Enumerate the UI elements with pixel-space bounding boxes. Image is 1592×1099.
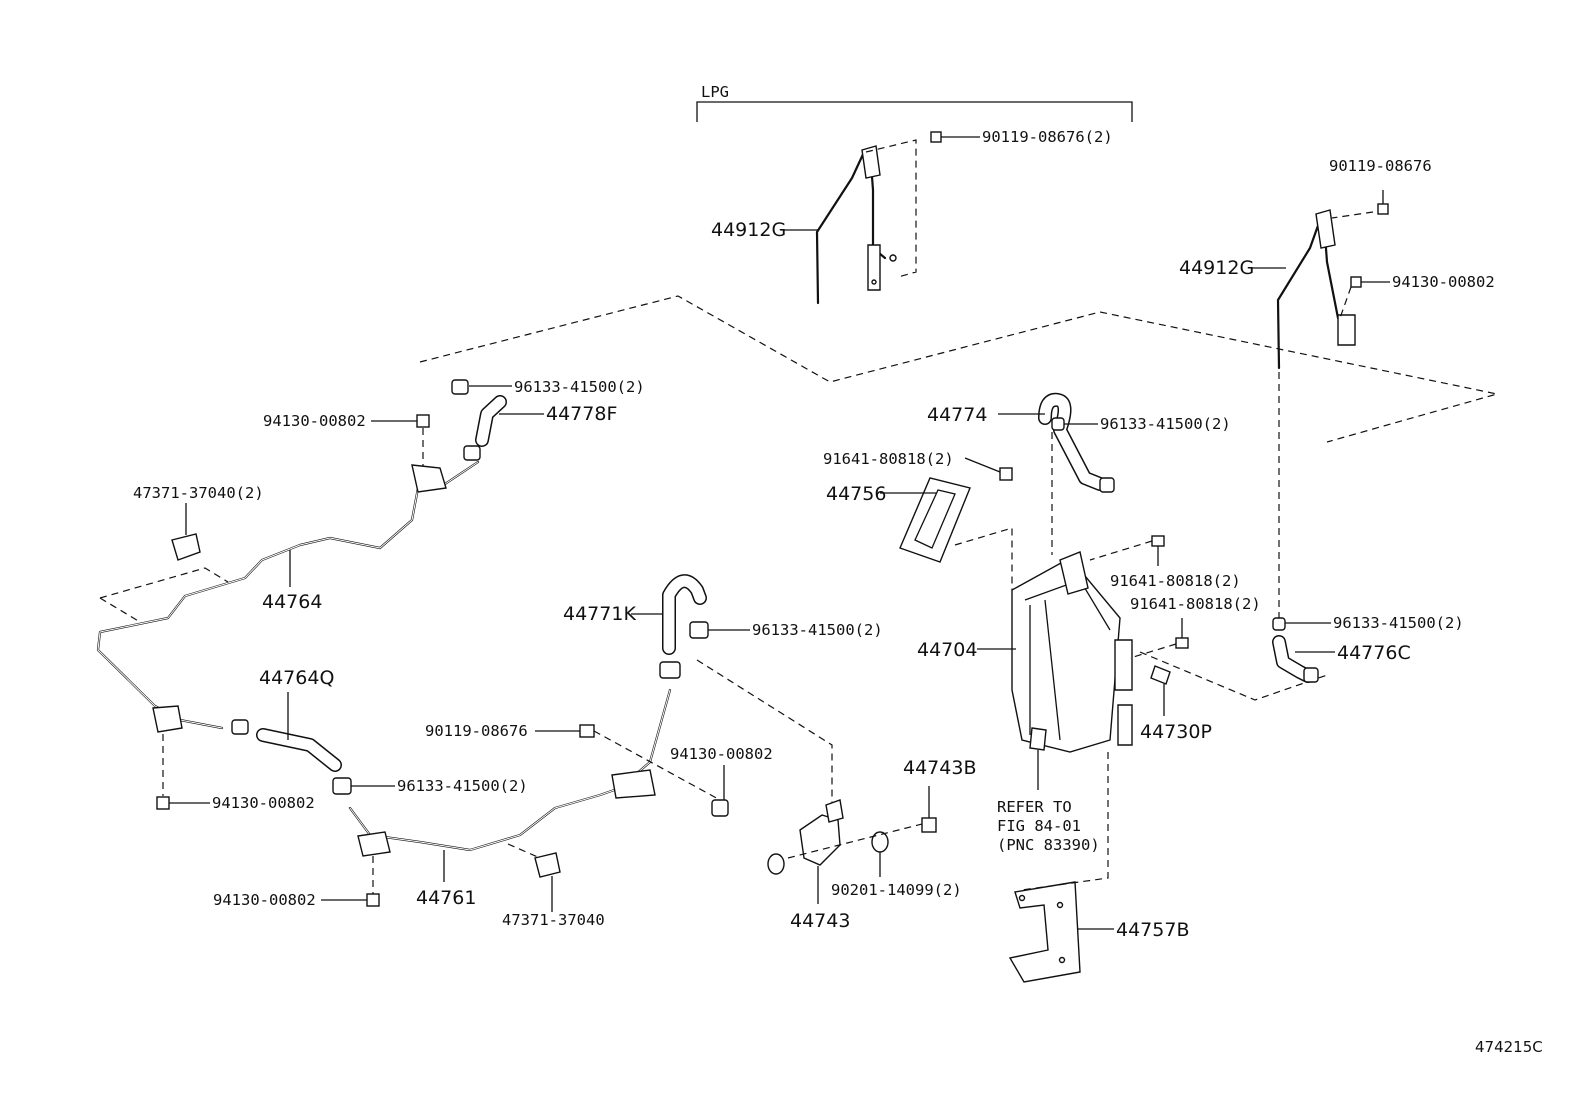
bolt-90119-mid bbox=[579, 724, 595, 738]
bracket-44757B bbox=[1008, 881, 1081, 983]
callout-96133-41500-2-right: 96133-41500(2) bbox=[1333, 614, 1464, 632]
callout-91641-80818-2-c: 91641-80818(2) bbox=[1130, 595, 1261, 613]
callout-refer-3: (PNC 83390) bbox=[997, 836, 1100, 854]
bolt-44743B bbox=[921, 817, 937, 833]
callout-91641-80818-2-b: 91641-80818(2) bbox=[1110, 572, 1241, 590]
dashed-outline bbox=[419, 295, 1498, 443]
callout-44778F: 44778F bbox=[546, 403, 617, 425]
callout-refer-1: REFER TO bbox=[997, 798, 1072, 816]
callout-94130-00802-mid: 94130-00802 bbox=[670, 745, 773, 763]
callout-44912G-top: 44912G bbox=[711, 219, 786, 241]
callout-44776C: 44776C bbox=[1337, 642, 1411, 664]
callout-refer-2: FIG 84-01 bbox=[997, 817, 1081, 835]
callout-90119-08676-2: 90119-08676(2) bbox=[982, 128, 1113, 146]
callout-94130-00802-topleft: 94130-00802 bbox=[263, 412, 366, 430]
callout-90119-08676-right: 90119-08676 bbox=[1329, 157, 1432, 175]
figure-number: 474215C bbox=[1475, 1038, 1543, 1056]
sensor-44730P bbox=[1150, 665, 1171, 685]
callout-96133-41500-2-mid: 96133-41500(2) bbox=[752, 621, 883, 639]
callout-94130-00802-bottomleft2: 94130-00802 bbox=[213, 891, 316, 909]
callout-44761: 44761 bbox=[416, 887, 476, 909]
lpg-group-bracket: LPG bbox=[696, 83, 1133, 122]
callout-94130-00802-bottomleft: 94130-00802 bbox=[212, 794, 315, 812]
callout-91641-80818-2-a: 91641-80818(2) bbox=[823, 450, 954, 468]
hose-44774 bbox=[1038, 392, 1115, 493]
callout-90201-14099-2: 90201-14099(2) bbox=[831, 881, 962, 899]
callout-96133-41500-2-topcenter: 96133-41500(2) bbox=[1100, 415, 1231, 433]
callout-44912G-right: 44912G bbox=[1179, 257, 1254, 279]
level-sensor bbox=[1029, 727, 1047, 751]
pipe-44761 bbox=[348, 661, 681, 857]
callout-44730P: 44730P bbox=[1140, 721, 1212, 743]
hose-44764Q bbox=[256, 728, 352, 795]
callout-47371-37040-2: 47371-37040(2) bbox=[133, 484, 264, 502]
callout-44771K: 44771K bbox=[563, 603, 636, 625]
callout-96133-41500-2-bottomleft: 96133-41500(2) bbox=[397, 777, 528, 795]
lpg-header: LPG bbox=[701, 83, 729, 101]
callout-44764: 44764 bbox=[262, 591, 322, 613]
hose-44778F bbox=[451, 379, 507, 461]
callout-44774: 44774 bbox=[927, 404, 987, 426]
clip-47371-37040 bbox=[171, 533, 201, 561]
callout-96133-41500-2-topleft: 96133-41500(2) bbox=[514, 378, 645, 396]
callout-44743: 44743 bbox=[790, 910, 850, 932]
callout-47371-37040: 47371-37040 bbox=[502, 911, 605, 929]
callout-44704: 44704 bbox=[917, 639, 977, 661]
hose-44771K bbox=[662, 574, 709, 655]
callout-44756: 44756 bbox=[826, 483, 886, 505]
hose-44776C bbox=[1272, 617, 1319, 683]
bracket-44912G-top bbox=[815, 131, 980, 305]
tank-44704 bbox=[1011, 551, 1133, 753]
callout-44764Q: 44764Q bbox=[259, 667, 334, 689]
plate-44756 bbox=[899, 477, 971, 563]
valve-44743 bbox=[767, 799, 889, 875]
clip-47371-37040-single bbox=[534, 852, 561, 878]
callout-94130-00802-right: 94130-00802 bbox=[1392, 273, 1495, 291]
pipe-44764 bbox=[96, 460, 480, 735]
callout-90119-08676-mid: 90119-08676 bbox=[425, 722, 528, 740]
nut-94130-tl bbox=[416, 414, 430, 428]
callout-44743B: 44743B bbox=[903, 757, 976, 779]
callout-44757B: 44757B bbox=[1116, 919, 1189, 941]
bracket-44912G-right bbox=[1276, 190, 1390, 370]
